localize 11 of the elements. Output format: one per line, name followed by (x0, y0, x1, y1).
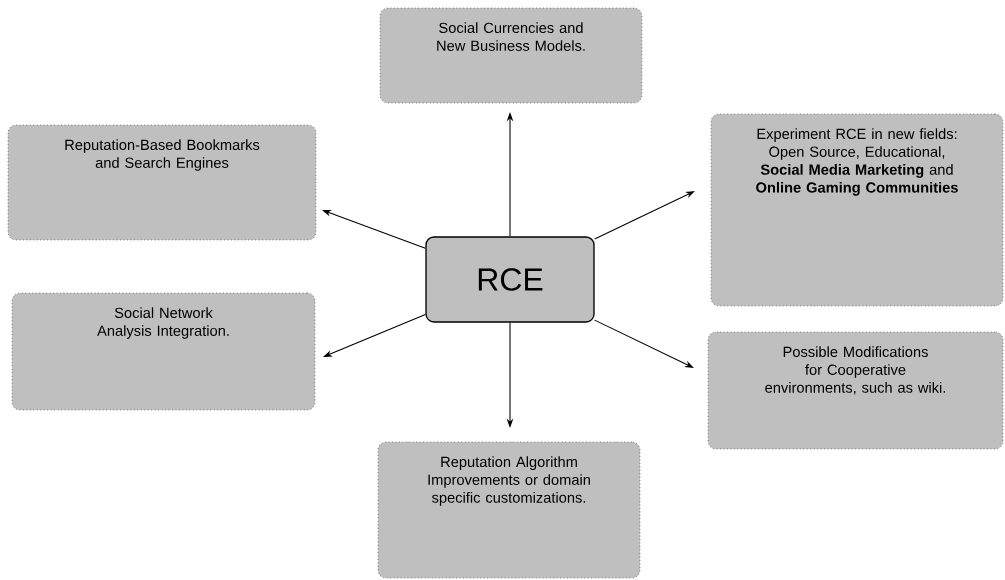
topic-box: Social Network Analysis Integration. (11, 292, 316, 411)
arrow (594, 191, 695, 240)
topic-box: Reputation Algorithm Improvements or domain specific customizations. (377, 441, 641, 579)
arrow (323, 314, 426, 357)
center-box: RCE (425, 236, 595, 323)
topic-box: Experiment RCE in new fields: Open Source, Educational, Social Media Marketing and Online Gaming Communities (710, 113, 1004, 307)
arrow (322, 210, 426, 249)
topic-box: Social Currencies and New Business Models. (379, 7, 643, 104)
topic-box: Reputation-Based Bookmarks and Search Engines (7, 124, 317, 241)
arrow (594, 319, 694, 368)
topic-box: Possible Modifications for Cooperative environments, such as wiki. (707, 331, 1004, 450)
